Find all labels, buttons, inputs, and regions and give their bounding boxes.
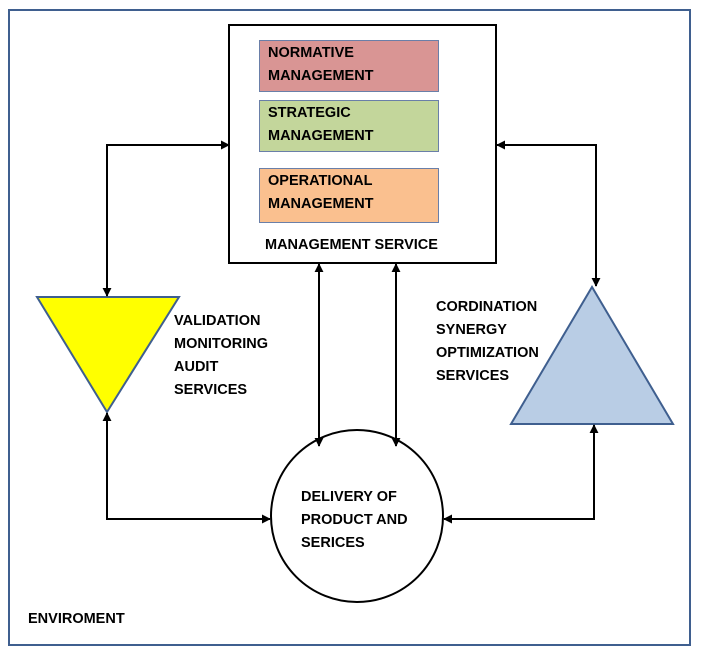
arrow-delivery-coordination bbox=[443, 424, 599, 524]
delivery-circle bbox=[270, 429, 444, 603]
normative-line-2: MANAGEMENT bbox=[268, 68, 374, 84]
validation-triangle bbox=[35, 296, 181, 414]
coordination-line-3: OPTIMIZATION bbox=[436, 345, 539, 361]
coordination-line-1: CORDINATION bbox=[436, 299, 538, 315]
validation-line-1: VALIDATION bbox=[174, 313, 261, 329]
operational-line-2: MANAGEMENT bbox=[268, 196, 374, 212]
normative-management-box: NORMATIVE MANAGEMENT bbox=[259, 40, 439, 92]
delivery-line-3: SERICES bbox=[301, 535, 365, 551]
arrow-validation-delivery bbox=[102, 412, 271, 524]
delivery-label: DELIVERY OF PRODUCT AND SERICES bbox=[301, 486, 408, 555]
validation-line-2: MONITORING bbox=[174, 336, 268, 352]
operational-management-box: OPERATIONAL MANAGEMENT bbox=[259, 168, 439, 223]
coordination-line-4: SERVICES bbox=[436, 368, 510, 384]
coordination-label: CORDINATION SYNERGY OPTIMIZATION SERVICE… bbox=[436, 296, 539, 388]
normative-line-1: NORMATIVE bbox=[268, 45, 354, 61]
management-service-label: MANAGEMENT SERVICE bbox=[265, 237, 438, 253]
arrow-management-coordination bbox=[496, 140, 601, 287]
validation-line-3: AUDIT bbox=[174, 359, 219, 375]
strategic-line-2: MANAGEMENT bbox=[268, 128, 374, 144]
strategic-line-1: STRATEGIC bbox=[268, 105, 351, 121]
delivery-line-1: DELIVERY OF bbox=[301, 489, 397, 505]
coordination-triangle bbox=[509, 285, 675, 425]
operational-line-1: OPERATIONAL bbox=[268, 173, 373, 189]
arrow-validation-management bbox=[102, 140, 230, 297]
delivery-line-2: PRODUCT AND bbox=[301, 512, 408, 528]
validation-label: VALIDATION MONITORING AUDIT SERVICES bbox=[174, 310, 268, 402]
coordination-line-2: SYNERGY bbox=[436, 322, 507, 338]
strategic-management-box: STRATEGIC MANAGEMENT bbox=[259, 100, 439, 152]
validation-line-4: SERVICES bbox=[174, 382, 248, 398]
environment-label: ENVIROMENT bbox=[28, 611, 125, 627]
